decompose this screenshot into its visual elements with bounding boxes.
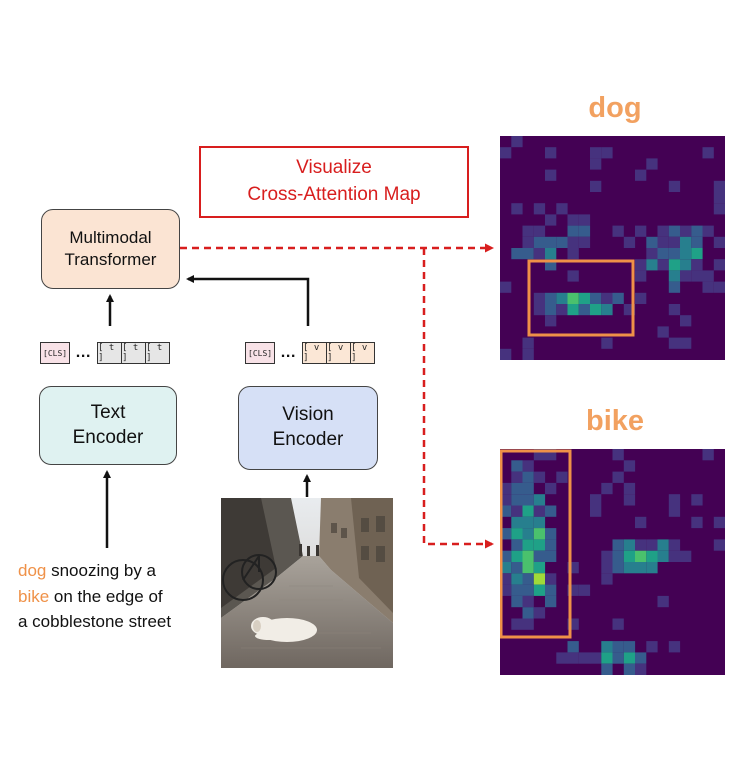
- arrow-vision-tokens-to-transformer: [186, 275, 310, 326]
- caption-text: on the edge of: [49, 586, 163, 606]
- street-dog-photo: [221, 498, 393, 668]
- bike-attention-heatmap: [500, 449, 725, 675]
- vision-encoder-line1: Vision: [282, 404, 334, 426]
- vision-encoder-box: Vision Encoder: [238, 386, 378, 470]
- vision-token-ellipsis: …: [280, 344, 298, 361]
- multimodal-transformer-line2: Transformer: [64, 250, 157, 269]
- visualize-line2: Cross-Attention Map: [247, 184, 421, 205]
- vision-encoder-line2: Encoder: [272, 429, 344, 450]
- visualize-line1: Visualize: [296, 157, 372, 179]
- vision-token: [ v ]: [351, 342, 376, 364]
- text-encoder-line2: Encoder: [72, 426, 144, 448]
- caption-text: a cobblestone street: [18, 612, 172, 631]
- text-token-row: [CLS] … [ t ] [ t ] [ t ]: [40, 342, 171, 364]
- text-encoder-box: Text Encoder: [39, 386, 177, 465]
- vision-cls-token: [CLS]: [245, 342, 276, 364]
- image-caption: dog snoozing by a bike on the edge of a …: [18, 558, 208, 635]
- caption-word-dog: dog: [18, 561, 47, 580]
- text-token: [ t ]: [146, 342, 171, 364]
- text-cls-token: [CLS]: [40, 342, 71, 364]
- visualize-cross-attention-box: Visualize Cross-Attention Map: [199, 146, 469, 218]
- multimodal-transformer-line1: Multimodal: [69, 227, 152, 247]
- dog-attention-heatmap: [500, 136, 725, 360]
- vision-token: [ v ]: [302, 342, 328, 364]
- text-encoder-line1: Text: [90, 401, 126, 423]
- text-token-ellipsis: …: [75, 344, 93, 361]
- caption-word-bike: bike: [18, 586, 50, 606]
- vision-token: [ v ]: [327, 342, 352, 364]
- heatmap-title-dog: dog: [588, 92, 642, 124]
- text-token: [ t ]: [97, 342, 123, 364]
- heatmap-title-bike: bike: [585, 405, 645, 437]
- text-token: [ t ]: [122, 342, 147, 364]
- multimodal-transformer-box: Multimodal Transformer: [41, 209, 180, 289]
- vision-token-row: [CLS] … [ v ] [ v ] [ v ]: [245, 342, 376, 364]
- caption-text: snoozing by a: [46, 561, 157, 580]
- arrow-transformer-to-bike-map: [422, 248, 494, 549]
